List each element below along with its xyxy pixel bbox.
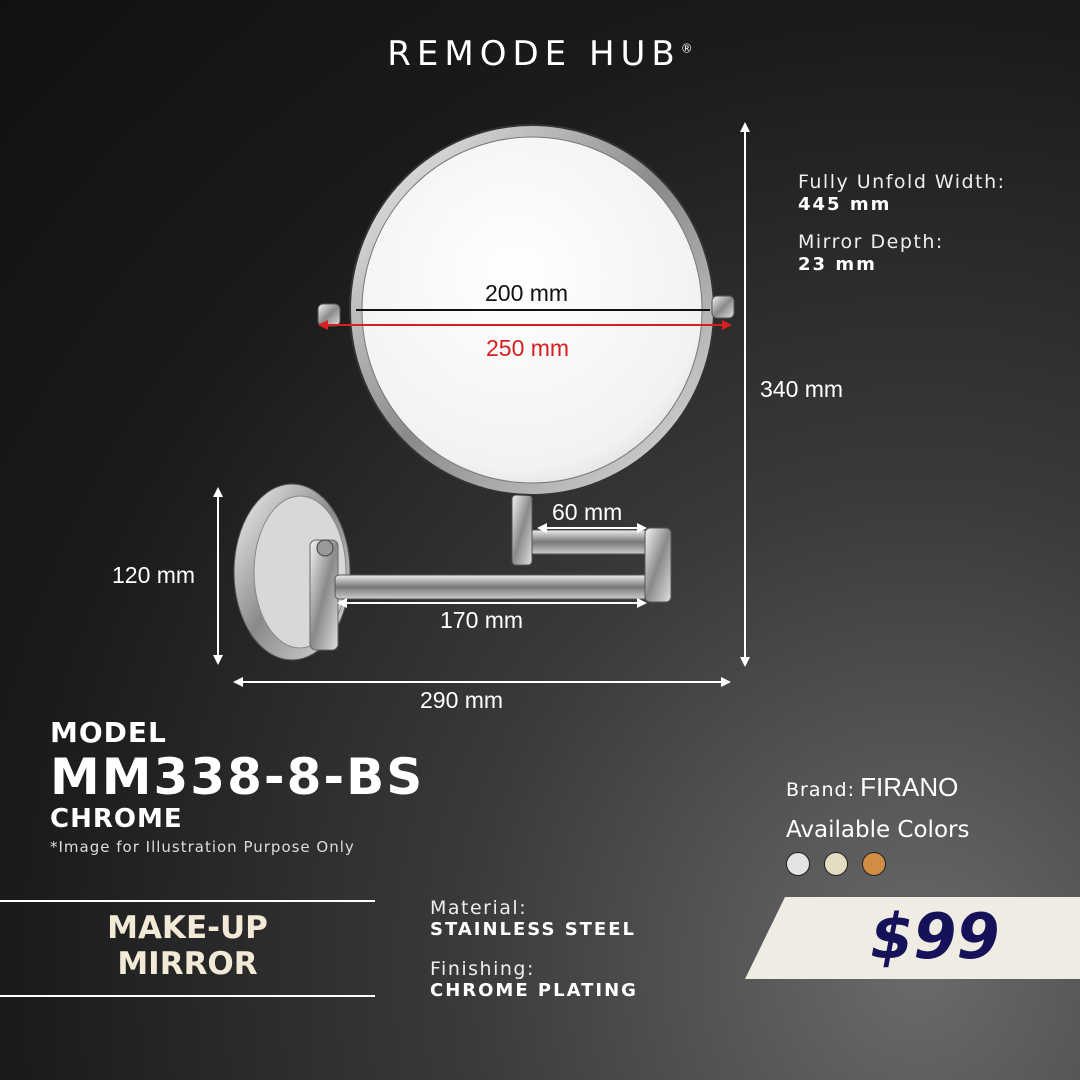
dim-mirror-overall: 250 mm [486, 335, 570, 361]
unfold-width-value: 445 mm [798, 194, 892, 215]
dim-total-width: 290 mm [420, 687, 504, 713]
dim-total-height: 340 mm [760, 376, 844, 402]
dim-upper-arm: 60 mm [552, 499, 623, 525]
dim-lower-arm: 170 mm [440, 607, 524, 633]
brand-info: Brand: FIRANO [786, 772, 959, 802]
price: $99 [870, 900, 1000, 973]
available-colors-label: Available Colors [786, 817, 970, 843]
divider [0, 900, 375, 902]
divider [0, 995, 375, 997]
unfold-width-label: Fully Unfold Width: [798, 171, 1006, 193]
model-finish: CHROME [50, 804, 183, 834]
color-swatch-copper[interactable] [862, 852, 886, 876]
illustration-note: *Image for Illustration Purpose Only [50, 838, 355, 856]
brand-logo: REMODE HUB® [387, 34, 693, 74]
material-label: Material: [430, 897, 528, 919]
wall-plate [233, 483, 351, 661]
model-label: MODEL [50, 716, 167, 749]
model-number: MM338-8-BS [50, 748, 425, 806]
material-value: STAINLESS STEEL [430, 919, 636, 940]
mirror-depth-value: 23 mm [798, 254, 877, 275]
dim-plate-height: 120 mm [112, 562, 196, 588]
mirror-depth-label: Mirror Depth: [798, 231, 944, 253]
color-swatch-brushed-gold[interactable] [824, 852, 848, 876]
finishing-value: CHROME PLATING [430, 980, 638, 1001]
swing-arm [334, 494, 672, 603]
color-swatch-chrome[interactable] [786, 852, 810, 876]
price-band [745, 897, 1080, 979]
finishing-label: Finishing: [430, 958, 535, 980]
dim-mirror-inner: 200 mm [485, 280, 569, 306]
dimension-lines [213, 122, 750, 687]
